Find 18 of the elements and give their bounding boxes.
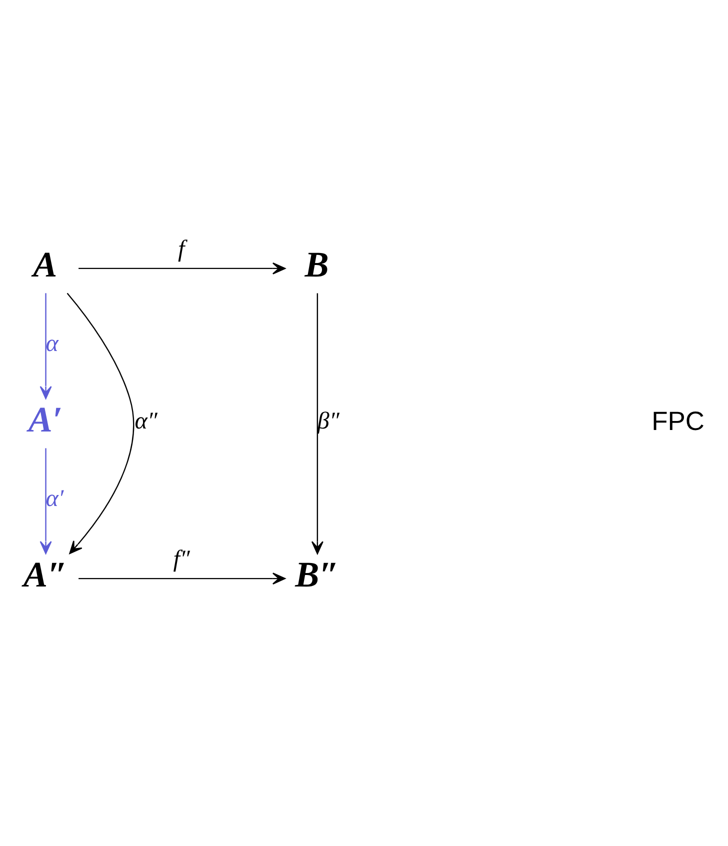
node-text: B	[304, 244, 329, 284]
arrow	[40, 292, 52, 399]
label: FPC	[652, 406, 704, 436]
edge-label: f″	[173, 546, 190, 572]
node-text: B″	[295, 554, 340, 594]
arrow	[311, 292, 324, 554]
node-text: A″	[24, 554, 68, 594]
arrow	[78, 572, 286, 584]
edge-label: f	[178, 236, 185, 262]
edge-label: α	[46, 330, 58, 356]
node-text: A′	[28, 398, 63, 439]
arrow	[40, 448, 52, 554]
edge-label: β″	[317, 408, 340, 434]
arrow	[78, 262, 286, 274]
arrow	[66, 292, 134, 554]
edge-label: α′	[46, 485, 64, 512]
node-text: A	[33, 244, 58, 284]
edge-label: α″	[134, 408, 158, 434]
